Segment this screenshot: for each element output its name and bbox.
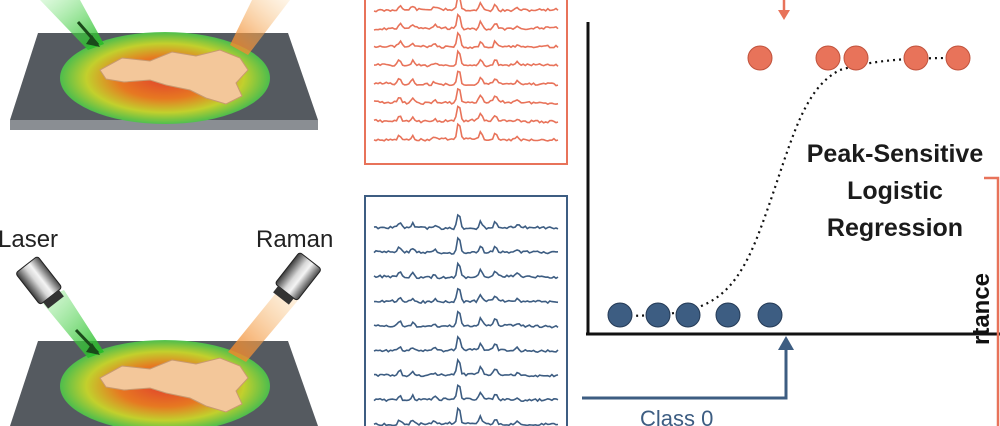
- class0-spectrum: [373, 335, 559, 354]
- class1-spectrum: [373, 87, 559, 106]
- raman-detector-icon: [273, 252, 321, 305]
- class1-spectrum: [373, 49, 559, 68]
- class1-spectra: [373, 0, 559, 142]
- logistic-plot: [586, 22, 1000, 336]
- laser-label: Laser: [0, 226, 59, 253]
- class0-spectrum: [373, 310, 559, 329]
- class0-points: [607, 302, 783, 328]
- class0-spectra-box: [364, 195, 568, 426]
- sigmoid-curve: [611, 56, 969, 318]
- raman-label: Raman: [256, 226, 334, 253]
- class0-spectrum: [374, 357, 559, 378]
- class1-spectrum: [373, 122, 559, 142]
- class1-points: [747, 45, 971, 71]
- model-title-line3: Regression: [826, 214, 964, 242]
- tissue-sample-icon: [99, 49, 249, 105]
- class0-spectrum: [373, 406, 559, 426]
- class1-arrow: [778, 0, 790, 20]
- importance-label: rtance: [968, 272, 995, 345]
- class1-spectrum: [373, 13, 559, 32]
- class0-spectrum: [373, 213, 559, 231]
- bottom-sample-tray: [10, 288, 318, 426]
- model-title-line1: Peak-Sensitive: [806, 140, 984, 168]
- class0-spectra: [373, 213, 559, 426]
- class0-arrow: [582, 336, 794, 400]
- class1-spectrum: [373, 70, 559, 87]
- class1-spectrum: [373, 105, 559, 124]
- class0-spectrum: [373, 383, 559, 403]
- model-title-line2: Logistic: [847, 177, 943, 205]
- importance-bracket: [984, 176, 1000, 426]
- class1-spectrum: [373, 0, 559, 13]
- class1-spectrum: [373, 31, 559, 50]
- class0-spectrum: [373, 287, 559, 305]
- model-title: Peak-Sensitive Logistic Regression: [788, 136, 1000, 247]
- top-sample-tray: [10, 0, 318, 130]
- class0-spectrum: [373, 261, 559, 280]
- class0-label: Class 0: [640, 406, 714, 426]
- class0-spectrum: [373, 236, 559, 255]
- laser-head-icon: [16, 256, 64, 309]
